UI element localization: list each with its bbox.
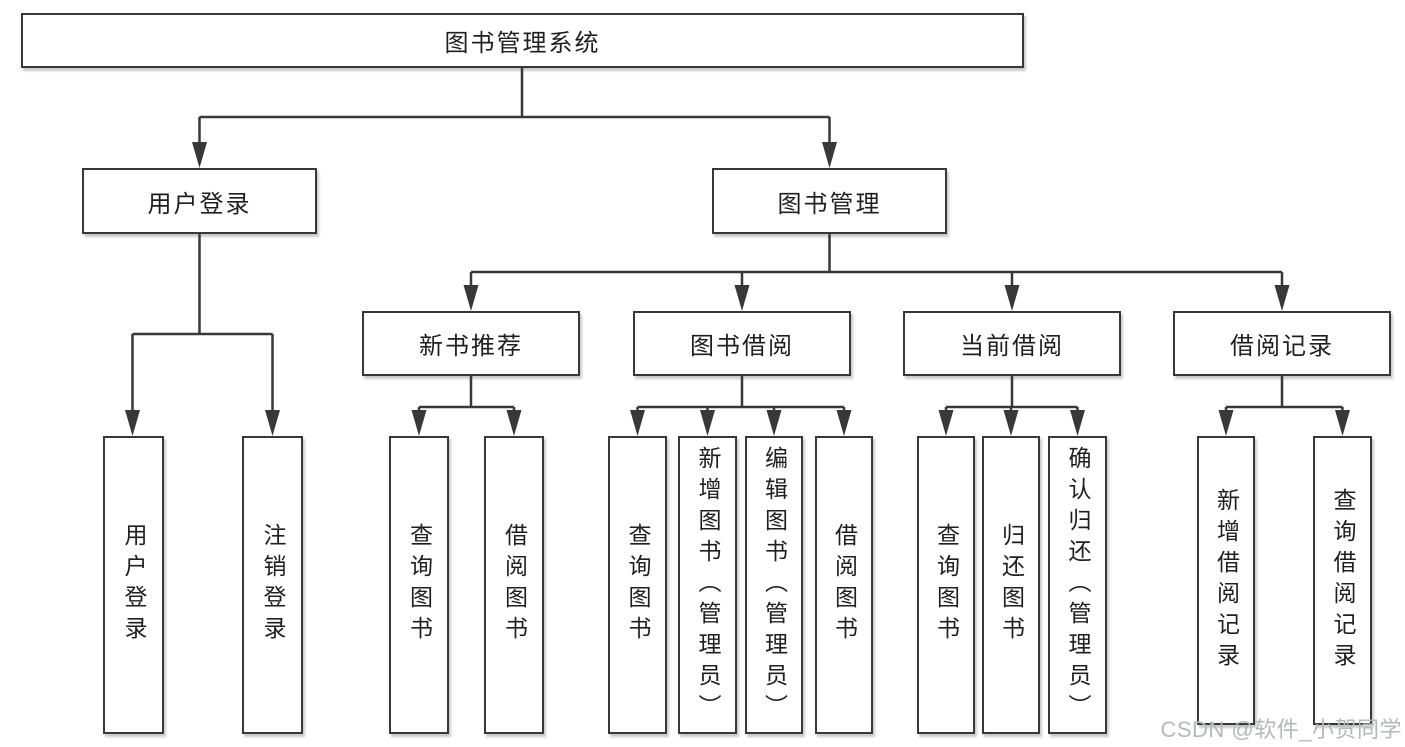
arrowhead (265, 410, 280, 436)
leaf-query-books-current: 查询图书 (917, 436, 975, 734)
arrowhead (1218, 410, 1234, 436)
arrowhead (506, 410, 522, 436)
leaf-query-books-recommend: 查询图书 (389, 436, 449, 734)
connector-user-login-to-leaves (131, 234, 274, 413)
connector-root-to-level2 (198, 68, 831, 145)
node-borrow-records: 借阅记录 (1173, 311, 1391, 376)
arrowhead (734, 285, 750, 311)
arrowhead (125, 410, 140, 436)
arrowhead (192, 142, 207, 168)
leaf-query-borrow-record: 查询借阅记录 (1313, 436, 1372, 725)
leaf-query-books-borrow: 查询图书 (608, 436, 667, 734)
connector-current-borrow-to-leaves (944, 376, 1079, 413)
leaf-confirm-return-admin: 确认归还（管理员） (1048, 436, 1107, 734)
node-current-borrow: 当前借阅 (903, 311, 1121, 376)
arrowhead (1274, 285, 1290, 311)
connector-borrow-records-to-leaves (1224, 376, 1344, 413)
arrowhead (938, 410, 954, 436)
connector-book-borrow-to-leaves (636, 376, 846, 413)
leaf-add-borrow-record: 新增借阅记录 (1197, 436, 1255, 725)
arrowhead (411, 410, 427, 436)
leaf-edit-books-admin: 编辑图书（管理员） (745, 436, 803, 734)
leaf-borrow-books-recommend: 借阅图书 (484, 436, 544, 734)
leaf-borrow-books: 借阅图书 (815, 436, 873, 734)
node-user-login-group: 用户登录 (82, 168, 317, 234)
arrowhead (1335, 410, 1350, 436)
arrowhead (1004, 285, 1020, 311)
leaf-logout: 注销登录 (242, 436, 303, 734)
arrowhead (630, 410, 645, 436)
leaf-return-books: 归还图书 (982, 436, 1040, 734)
arrowhead (822, 142, 837, 168)
node-book-management-group: 图书管理 (712, 168, 947, 234)
connector-book-mgmt-to-level3 (469, 234, 1284, 288)
node-book-borrow: 图书借阅 (633, 311, 851, 376)
arrowhead (700, 410, 715, 436)
leaf-add-books-admin: 新增图书（管理员） (678, 436, 737, 734)
arrowhead (1070, 410, 1085, 436)
arrowhead (766, 410, 782, 436)
arrowhead (463, 285, 479, 311)
watermark: CSDN @软件_小贺同学 (1160, 717, 1402, 742)
leaf-user-login: 用户登录 (103, 436, 164, 734)
arrowheads (125, 142, 1350, 436)
arrowhead (1003, 410, 1019, 436)
node-root-book-management-system: 图书管理系统 (21, 13, 1024, 68)
arrowhead (836, 410, 852, 436)
connector-new-book-rec-to-leaves (417, 376, 516, 413)
node-new-book-recommend: 新书推荐 (362, 311, 580, 376)
